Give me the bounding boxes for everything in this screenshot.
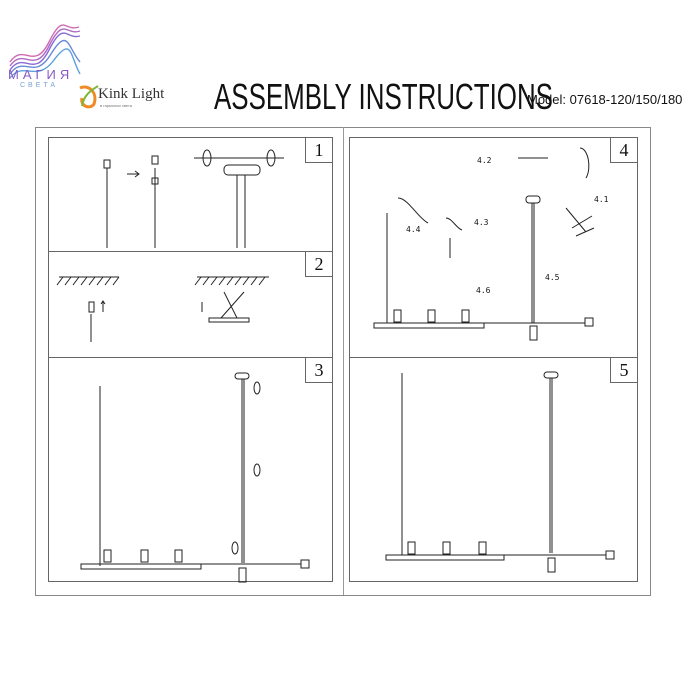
step-3-panel: 3 <box>48 357 333 583</box>
center-divider <box>343 127 344 595</box>
step-2-panel: 2 <box>48 251 333 358</box>
kink-light-logo-icon <box>79 85 99 109</box>
step-5-panel: 5 <box>349 357 638 582</box>
sveta-logo-text: СВЕТА <box>20 82 59 89</box>
step-number: 2 <box>305 252 332 277</box>
kink-light-name: Kink Light <box>98 86 165 102</box>
step-number: 5 <box>610 358 637 383</box>
page-title: ASSEMBLY INSTRUCTIONS <box>214 76 553 117</box>
step-1-diagram <box>103 149 284 248</box>
step-number: 1 <box>305 138 332 163</box>
step-number: 4 <box>610 138 637 163</box>
step-1-panel: 1 <box>48 137 333 252</box>
step-4-panel: 4 4.1 4.2 4.3 4.4 4.5 4.6 <box>349 137 638 358</box>
step-2-diagram <box>56 276 269 342</box>
step-4-6-label: 4.6 <box>476 286 491 295</box>
kink-light-tagline: в гармонии света <box>100 103 133 108</box>
magia-logo-text: МАГИЯ <box>8 67 74 82</box>
step-4-3-label: 4.3 <box>474 218 489 227</box>
step-4-1-label: 4.1 <box>594 195 609 204</box>
magia-sveta-logo <box>9 24 81 79</box>
model-number: Model: 07618-120/150/180 <box>527 92 683 107</box>
step-number: 3 <box>305 358 332 383</box>
step-3-diagram <box>80 372 310 583</box>
step-4-5-label: 4.5 <box>545 273 560 282</box>
step-4-diagram <box>373 147 595 341</box>
step-5-diagram <box>385 371 615 573</box>
step-4-2-label: 4.2 <box>477 156 492 165</box>
step-4-4-label: 4.4 <box>406 225 421 234</box>
